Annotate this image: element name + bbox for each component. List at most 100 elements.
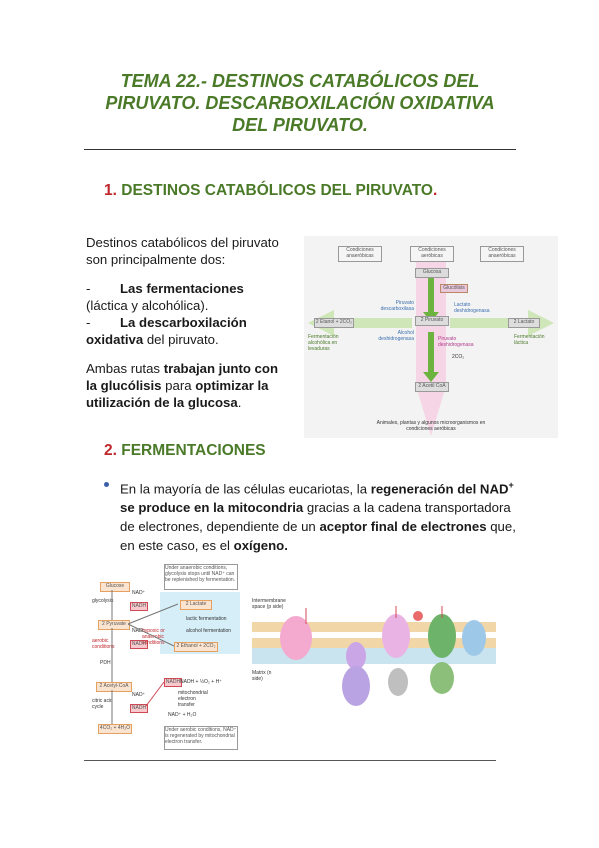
atp-synthase <box>462 620 486 656</box>
glycolysis-label: Glucólisis <box>440 284 468 293</box>
aerobic-note: Under aerobic conditions, NAD⁺ is regene… <box>164 726 238 750</box>
complex-ii <box>346 642 366 670</box>
para-g: . <box>237 395 242 410</box>
intro-line-1: Destinos catabólicos del piruvato <box>86 235 279 250</box>
nadh-box-3: NADH <box>130 704 148 713</box>
etc-illustration <box>252 606 496 706</box>
intermembrane-space-label: Intermembrane space (p side) <box>252 598 286 610</box>
alcohol-fermentation-label: alcohol fermentation <box>186 628 232 634</box>
pyruvate-box: 2 Piruvato <box>415 316 449 326</box>
item-1-rest: (láctica y alcohólica). <box>86 298 209 313</box>
acetylcoa-box: 2 Acetyl-CoA <box>96 682 132 692</box>
pdh-label: Piruvato deshidrogenasa <box>438 336 474 348</box>
h2o-label: NAD⁺ + H₂O <box>168 712 197 718</box>
complex-iv <box>428 614 456 658</box>
pdh-label: PDH <box>100 660 111 666</box>
section-2-title: FERMENTACIONES <box>121 442 266 459</box>
bullet-f: aceptor final de electrones <box>319 519 487 535</box>
matrix-protein-1 <box>342 666 370 706</box>
title-line-3: DEL PIRUVATO. <box>232 115 368 135</box>
title-divider <box>84 149 516 150</box>
lactate-box: 2 Lactate <box>180 600 212 610</box>
lactic-fermentation-label: Fermentación láctica <box>514 334 545 346</box>
matrix-protein-3 <box>430 662 454 694</box>
nad-label-3: NAD⁺ <box>132 692 146 698</box>
pdc-label: Piruvato descarboxilasa <box>380 300 414 312</box>
bullet-h: oxígeno. <box>233 538 288 554</box>
item-2-bold-b: oxidativa <box>86 332 144 347</box>
left-arrow <box>308 310 412 336</box>
nadh-box-4: NADH <box>164 678 182 687</box>
bullet-sup: + <box>508 480 514 490</box>
fermentation-pathway-diagram: Under anaerobic conditions, glycolysis s… <box>92 562 240 750</box>
nadh-box-1: NADH <box>130 602 148 611</box>
hypoxic-label: hypoxic or anaerobic conditions <box>142 628 165 646</box>
electron-transport-chain-figure: Intermembrane space (p side) Matrix (n s… <box>246 578 502 750</box>
para-a: Ambas rutas <box>86 361 164 376</box>
ethanol-box: 2 Ethanol + 2CO₂ <box>174 642 218 652</box>
right-arrow <box>450 310 554 336</box>
nad-label-2: NAD⁺ <box>132 628 146 634</box>
matrix-label: Matrix (n side) <box>252 670 272 682</box>
section-2-number: 2. <box>104 442 117 459</box>
item-1-bold: Las fermentaciones <box>120 281 244 296</box>
list-item-fermentations: -Las fermentaciones <box>86 281 244 296</box>
para-e: optimizar la <box>195 378 269 393</box>
section-1-text: Destinos catabólicos del piruvato son pr… <box>86 234 296 411</box>
title-line-1: TEMA 22.- DESTINOS CATABÓLICOS DEL <box>120 71 480 91</box>
bottom-divider <box>84 760 496 761</box>
intro-line-2: son principalmente dos: <box>86 252 226 267</box>
section-2-heading: 2. FERMENTACIONES <box>104 442 266 460</box>
anaerobic-note: Under anaerobic conditions, glycolysis s… <box>164 564 238 590</box>
para-f: utilización de la glucosa <box>86 395 238 410</box>
co2-box: 4CO₂ + 4H₂O <box>98 724 132 734</box>
complex-i <box>280 616 312 660</box>
pdh-arrow <box>428 332 434 374</box>
bullet-d: se produce en la mitocondria <box>120 500 304 516</box>
section-1-heading: 1. DESTINOS CATABÓLICOS DEL PIRUVATO. <box>104 182 437 200</box>
bullet-dot <box>104 482 109 487</box>
section-1-number: 1. <box>104 182 117 199</box>
aerobic-conditions: Condiciones aeróbicas <box>410 246 454 262</box>
lactate-box: 2 Lactato <box>508 318 540 328</box>
cac-label: citric acid cycle <box>92 698 113 710</box>
bullet-e: gracias a la cadena transportadora de el… <box>120 500 511 535</box>
item-2-rest: del piruvato. <box>143 332 219 347</box>
section-2-bullet: En la mayoría de las células eucariotas,… <box>104 476 524 555</box>
para-c: la glucólisis <box>86 378 162 393</box>
bullet-b: regeneración del <box>370 481 477 497</box>
list-item-decarboxylation: -La descarboxilación <box>86 315 247 330</box>
bullet-a: En la mayoría de las células eucariotas,… <box>120 481 371 497</box>
bullet-c: NAD <box>479 481 509 497</box>
section-1-period: . <box>433 182 438 199</box>
fermentation-arrows <box>111 590 179 724</box>
pdh-arrowhead <box>423 372 439 382</box>
aerobic-organisms-caption: Animales, plantas y algunos microorganis… <box>376 420 486 432</box>
aerobic-label: aerobic conditions <box>92 638 115 650</box>
glycolysis-label: glycolysis <box>92 598 114 604</box>
document-title: TEMA 22.- DESTINOS CATABÓLICOS DEL PIRUV… <box>70 70 530 136</box>
title-line-2: PIRUVATO. DESCARBOXILACIÓN OXIDATIVA <box>105 93 495 113</box>
ldh-label: Lactato deshidrogenasa <box>454 302 490 314</box>
nadh-box-2: NADH <box>130 640 148 649</box>
summary-paragraph: Ambas rutas trabajan junto con la glucól… <box>86 360 296 411</box>
cytochrome-c <box>413 611 423 621</box>
anaerobic-conditions-left: Condiciones anaeróbicas <box>338 246 382 262</box>
section-1-title: DESTINOS CATABÓLICOS DEL PIRUVATO <box>121 182 433 199</box>
para-b: trabajan junto con <box>163 361 278 376</box>
alcoholic-fermentation-label: Fermentación alcohólica en levaduras <box>308 334 339 352</box>
membrane-inner <box>252 638 496 648</box>
anaerobic-conditions-right: Condiciones anaeróbicas <box>480 246 524 262</box>
item-2-bold-a: La descarboxilación <box>120 315 247 330</box>
glucose-box: Glucose <box>100 582 130 592</box>
bullet-text: En la mayoría de las células eucariotas,… <box>120 476 524 555</box>
ethanol-box: 2 Etanol + 2CO₂ <box>314 318 354 328</box>
lactic-fermentation-label: lactic fermentation <box>186 616 227 622</box>
matrix-protein-2 <box>388 668 408 696</box>
glycolysis-arrow <box>428 276 434 314</box>
adh-label: Alcohol deshidrogenasa <box>378 330 414 342</box>
o2-label: NADH + ½O₂ + H⁺ <box>180 679 222 685</box>
glucose-box: Glucosa <box>415 268 449 278</box>
bullet-g: que, en este caso, es el <box>120 519 516 554</box>
membrane-outer <box>252 622 496 632</box>
